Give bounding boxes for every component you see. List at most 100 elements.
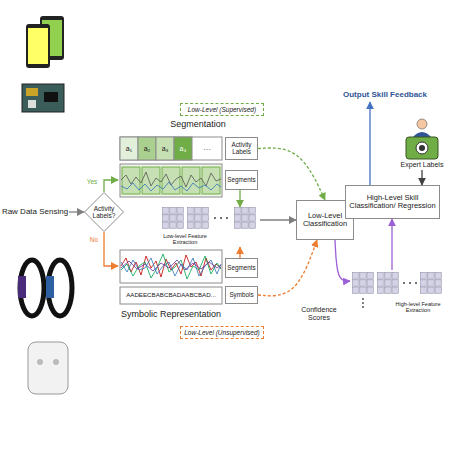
feature-grid [415, 282, 417, 284]
decision-diamond: Activity Labels? [84, 192, 124, 232]
feature-grid [403, 282, 405, 284]
stage-tag: Low-Level (Supervised) [180, 103, 264, 116]
output-box: Segments [225, 258, 258, 278]
wearable-sensor [28, 342, 68, 394]
connector [104, 232, 118, 266]
node-text: AADEECBABCBADAABCBAD... [120, 287, 222, 304]
sensor-board [28, 100, 36, 108]
raw-signal [120, 250, 222, 283]
output-box: Segments [225, 170, 258, 190]
activity-cell-label: … [192, 137, 222, 160]
segmented-signal [120, 164, 222, 197]
node-text: Low-Level (Unsupervised) [184, 329, 260, 336]
connector [258, 148, 325, 200]
segmented-signal [121, 182, 221, 191]
segmented-signal [162, 167, 180, 194]
symbolic-panel: AADEECBABCBADAABCBAD...Symbolic Represen… [118, 248, 224, 324]
feature-grid [162, 207, 184, 229]
activity-cell-label: a₁ [120, 137, 138, 160]
connector [239, 190, 240, 207]
raw-signal [121, 260, 221, 271]
feature-grid [377, 272, 399, 294]
activity-cell-label: a₂ [138, 137, 156, 160]
node-text: Segments [227, 177, 255, 184]
feature-grid [187, 207, 209, 229]
raw-signal [121, 254, 221, 279]
activity-strip [138, 137, 156, 160]
connector [421, 170, 422, 185]
connector [258, 240, 317, 296]
connector [335, 240, 350, 281]
phone-illustration [26, 24, 50, 68]
sensor-board [22, 84, 64, 112]
connector [69, 211, 84, 212]
symbol-strip [120, 287, 222, 304]
segmented-signal [120, 164, 222, 197]
segmented-signal [142, 167, 160, 194]
feature-extraction: High-level Feature Extraction [350, 270, 442, 320]
wearable-sensor [28, 342, 68, 394]
expert-box: Expert Labels [398, 118, 446, 170]
connector [104, 180, 118, 192]
connector [260, 219, 296, 220]
sensor-board [26, 88, 38, 96]
expert-icon [406, 137, 438, 159]
process-box: High-Level Skill Classification/ Regress… [345, 185, 440, 219]
wristband-illustration [18, 276, 26, 298]
wearable-sensor [37, 359, 43, 365]
connector [239, 247, 240, 258]
wearable-sensor [53, 359, 59, 365]
raw-signal [121, 258, 221, 276]
connector [391, 219, 392, 270]
expert-icon [406, 119, 438, 159]
wristband-illustration [18, 260, 72, 316]
connector [369, 102, 370, 185]
node-text: High-Level Skill Classification/ Regress… [346, 194, 439, 211]
node-text: Low-Level (Supervised) [188, 106, 256, 113]
feature-grid [362, 306, 364, 308]
node-text: Activity Labels? [84, 205, 124, 219]
node-text: Output Skill Feedback [343, 91, 427, 100]
sensor-board [44, 92, 58, 102]
expert-icon [417, 119, 427, 129]
symbol-strip [120, 287, 222, 304]
source-label: Raw Data Sensing [2, 203, 68, 221]
stage-tag: Low-Level (Unsupervised) [180, 326, 264, 339]
feature-grid [352, 272, 374, 294]
wristband-illustration [46, 276, 54, 298]
feature-grid [409, 282, 411, 284]
segmentation-panel: Segmentation [118, 117, 224, 199]
output-label: Output Skill Feedback [325, 88, 445, 102]
phone-illustration [28, 28, 48, 64]
feature-grid [214, 217, 216, 219]
activity-strip [120, 137, 222, 160]
sensor-board [22, 84, 64, 112]
activity-cell-label: a₃ [156, 137, 174, 160]
feature-grid [220, 217, 222, 219]
activity-strip [174, 137, 192, 160]
edge-label: Yes [84, 176, 100, 188]
node-text: Low-level Feature Extraction [162, 231, 208, 247]
node-text: Segments [227, 265, 255, 272]
node-text: Raw Data Sensing [2, 208, 68, 217]
expert-icon [416, 142, 428, 154]
activity-strip [120, 137, 222, 160]
node-text: Activity Labels [226, 142, 257, 156]
node-text: Symbols [229, 292, 253, 299]
feature-grid [226, 217, 228, 219]
annotation: Confidence Scores [294, 304, 344, 324]
feature-grid [420, 272, 442, 294]
feature-grid [362, 302, 364, 304]
expert-icon [419, 145, 425, 151]
output-box: Symbols [225, 286, 258, 304]
feature-grid [234, 207, 256, 229]
node-text: Segmentation [166, 118, 230, 132]
feature-extraction: Low-level Feature Extraction [160, 207, 260, 247]
activity-cell-label: a₄ [174, 137, 192, 160]
phone-illustration [26, 16, 64, 68]
segmented-signal [122, 167, 140, 194]
node-text: Low-Level Classification [297, 212, 353, 229]
